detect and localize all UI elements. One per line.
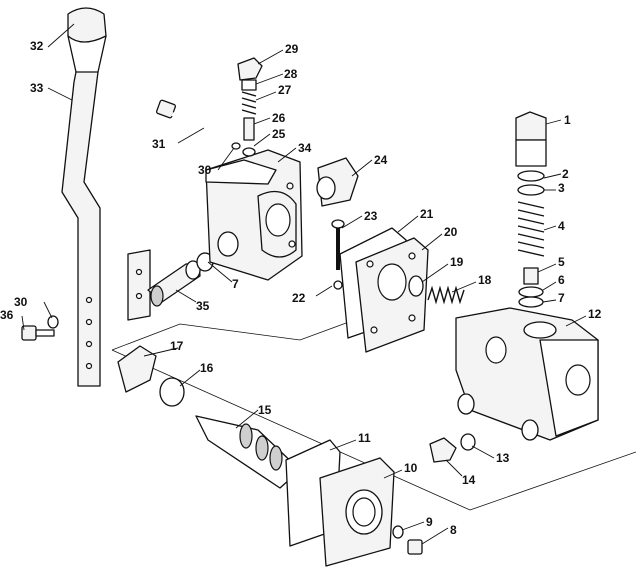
callout-14: 14 — [462, 473, 476, 487]
screw-36 — [21, 315, 59, 341]
callout-17: 17 — [170, 339, 184, 353]
callout-7-right: 7 — [558, 291, 565, 305]
callout-28: 28 — [284, 67, 298, 81]
valve-body-12 — [455, 307, 599, 441]
callout-8: 8 — [450, 523, 457, 537]
callout-32: 32 — [30, 39, 44, 53]
bolt-14 — [429, 433, 476, 463]
callout-16: 16 — [200, 361, 214, 375]
valve-body-34 — [205, 149, 303, 281]
callout-30-top: 30 — [198, 163, 212, 177]
gasket-21 — [339, 227, 429, 353]
bolt-8 — [392, 525, 423, 555]
callout-30-left: 30 — [14, 295, 28, 309]
callout-13: 13 — [496, 451, 510, 465]
callout-6: 6 — [558, 273, 565, 287]
callout-19: 19 — [450, 255, 464, 269]
callout-35: 35 — [196, 299, 210, 313]
callout-21: 21 — [420, 207, 434, 221]
cover-24 — [316, 157, 359, 290]
callout-31: 31 — [152, 137, 166, 151]
callout-3: 3 — [558, 181, 565, 195]
callout-29: 29 — [285, 42, 299, 56]
callout-11: 11 — [358, 431, 371, 445]
callout-10: 10 — [404, 461, 418, 475]
callout-26: 26 — [272, 111, 286, 125]
callout-7-left: 7 — [232, 277, 239, 291]
fork-plate — [127, 249, 214, 321]
callout-22: 22 — [292, 291, 306, 305]
callout-2: 2 — [562, 167, 569, 181]
plunger-stack — [231, 57, 263, 157]
valve-stack-right — [515, 111, 547, 308]
callout-4: 4 — [558, 219, 565, 233]
callout-9: 9 — [426, 515, 433, 529]
bolt-31 — [156, 99, 251, 144]
callout-27: 27 — [278, 83, 292, 97]
callout-1: 1 — [564, 113, 571, 127]
callout-24: 24 — [374, 153, 388, 167]
callout-15: 15 — [258, 403, 272, 417]
shift-lever — [61, 7, 107, 387]
callout-36: 36 — [0, 308, 14, 322]
callout-5: 5 — [558, 255, 565, 269]
callout-labels: 1 2 3 4 5 6 7 7 8 9 10 11 12 13 14 15 16… — [0, 39, 602, 537]
callout-25: 25 — [272, 127, 286, 141]
end-cover — [285, 439, 395, 567]
callout-20: 20 — [444, 225, 458, 239]
callout-18: 18 — [478, 273, 492, 287]
callout-12: 12 — [588, 307, 602, 321]
callout-23: 23 — [364, 209, 378, 223]
callout-33: 33 — [30, 81, 44, 95]
shaft-assembly — [117, 345, 301, 489]
leader-lines — [21, 23, 587, 545]
callout-34: 34 — [298, 141, 312, 155]
spring-18 — [408, 275, 465, 305]
